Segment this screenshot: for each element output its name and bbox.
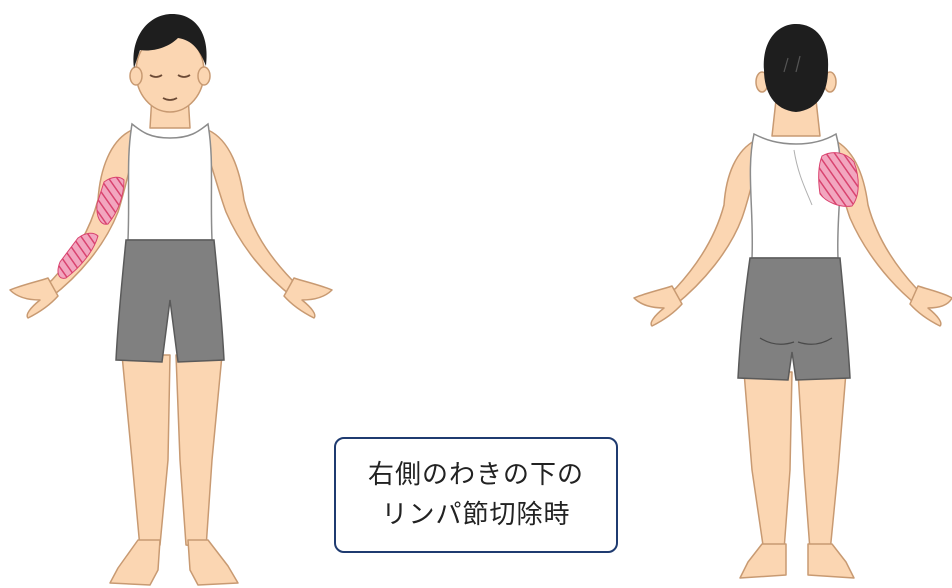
back-shorts <box>737 257 851 381</box>
back-hand-left <box>633 285 683 327</box>
front-left-leg <box>121 354 171 549</box>
back-arm-left <box>663 139 761 307</box>
front-right-leg <box>175 354 223 549</box>
front-face <box>149 74 191 101</box>
front-hand-left <box>283 277 333 319</box>
front-upper-arm-highlight <box>96 176 125 225</box>
front-right-foot <box>187 539 239 586</box>
back-hair <box>763 24 829 112</box>
back-left-leg <box>743 371 793 553</box>
front-forearm-highlight <box>57 232 99 279</box>
back-right-foot <box>807 543 855 579</box>
front-left-foot <box>109 539 161 586</box>
back-hand-right <box>909 285 952 327</box>
front-arm-left <box>205 129 305 299</box>
front-hand-right <box>9 277 59 319</box>
caption-line-2: リンパ節切除時 <box>381 500 571 530</box>
front-hair <box>133 14 207 68</box>
back-left-foot <box>739 543 787 579</box>
front-arm-right <box>39 129 136 299</box>
back-shoulder-highlight <box>818 152 859 207</box>
back-spine-line <box>793 149 813 206</box>
front-ear-right <box>197 66 211 86</box>
front-ear-left <box>129 66 143 86</box>
front-figure <box>9 31 333 586</box>
back-hair-strands <box>783 55 801 73</box>
back-shorts-seams <box>759 337 833 345</box>
front-shorts <box>115 239 225 363</box>
front-shirt <box>127 122 213 241</box>
caption-box: 右側のわきの下の リンパ節切除時 <box>334 437 618 553</box>
back-right-leg <box>797 371 847 553</box>
caption-line-1: 右側のわきの下の <box>367 460 584 490</box>
